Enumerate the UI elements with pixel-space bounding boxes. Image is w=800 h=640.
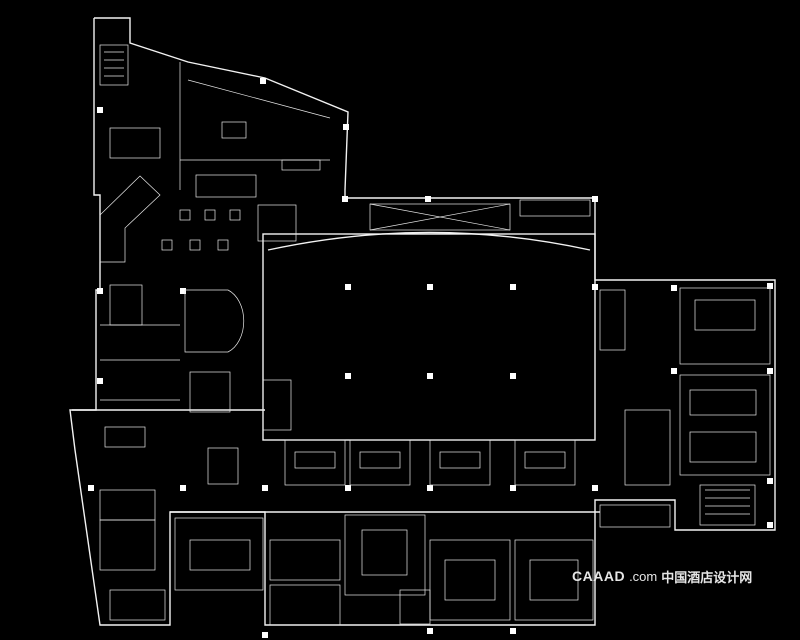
watermark-brand: CAAAD — [572, 568, 626, 584]
bottom-private-rooms — [170, 511, 600, 626]
dining-area — [99, 175, 297, 413]
west-service-rooms — [99, 324, 239, 621]
exterior-walls — [69, 17, 776, 626]
perimeter-columns — [88, 78, 773, 638]
watermark: CAAAD .com 中国酒店设计网 — [572, 565, 752, 587]
kitchen-area — [99, 44, 331, 198]
central-hall — [262, 199, 596, 441]
watermark-domain: .com — [629, 568, 658, 584]
watermark-site-name: 中国酒店设计网 — [661, 570, 753, 586]
south-vip-rooms — [262, 379, 576, 486]
hall-columns — [345, 284, 516, 379]
east-suites — [599, 287, 771, 528]
